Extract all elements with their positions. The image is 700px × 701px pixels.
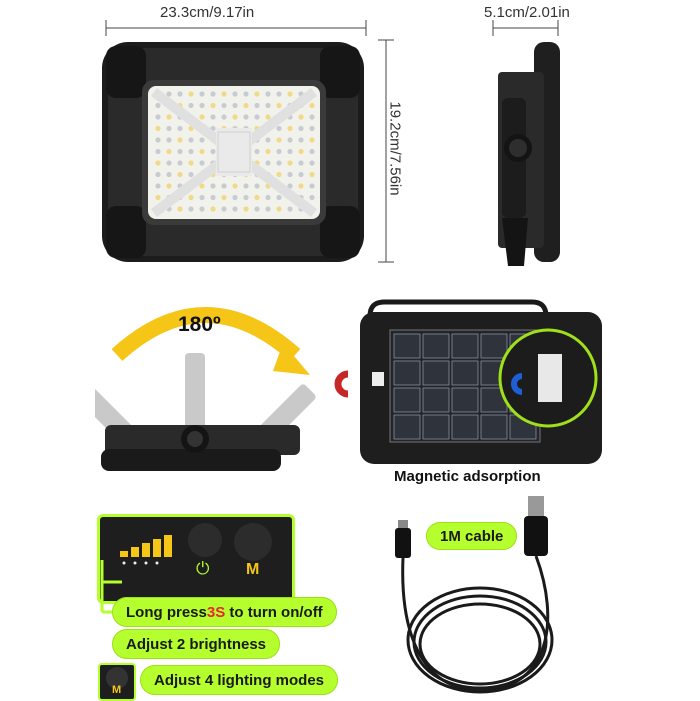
depth-label: 5.1cm/2.01in xyxy=(484,4,570,21)
long-press-suffix: to turn on/off xyxy=(225,603,323,621)
floodlight-front-view xyxy=(102,42,364,262)
usb-cable-illustration xyxy=(395,496,554,694)
dimension-lines xyxy=(105,20,559,263)
mode-button[interactable] xyxy=(234,523,272,561)
long-press-pill: Long press 3S to turn on/off xyxy=(112,597,337,627)
battery-level-indicator xyxy=(120,535,172,565)
width-label: 23.3cm/9.17in xyxy=(160,4,255,21)
small-mode-letter: M xyxy=(112,684,122,696)
magnetic-illustration xyxy=(334,299,602,464)
power-icon: ⏻ xyxy=(196,559,210,579)
magnetic-caption: Magnetic adsorption xyxy=(394,468,541,485)
rotation-angle-label: 180º xyxy=(178,313,221,336)
long-press-prefix: Long press xyxy=(126,603,207,621)
floodlight-side-view xyxy=(498,42,560,266)
rotation-illustration xyxy=(95,307,316,471)
long-press-highlight: 3S xyxy=(206,603,226,621)
lighting-modes-pill: Adjust 4 lighting modes xyxy=(140,665,339,695)
power-button[interactable] xyxy=(188,523,222,557)
cable-length-pill: 1M cable xyxy=(426,522,518,550)
brightness-pill: Adjust 2 brightness xyxy=(112,629,281,659)
mode-button-letter: M xyxy=(246,561,260,578)
small-mode-button: M xyxy=(98,663,136,701)
height-label: 19.2cm/7.56in xyxy=(386,101,404,196)
control-panel: ⏻ M xyxy=(97,514,295,604)
